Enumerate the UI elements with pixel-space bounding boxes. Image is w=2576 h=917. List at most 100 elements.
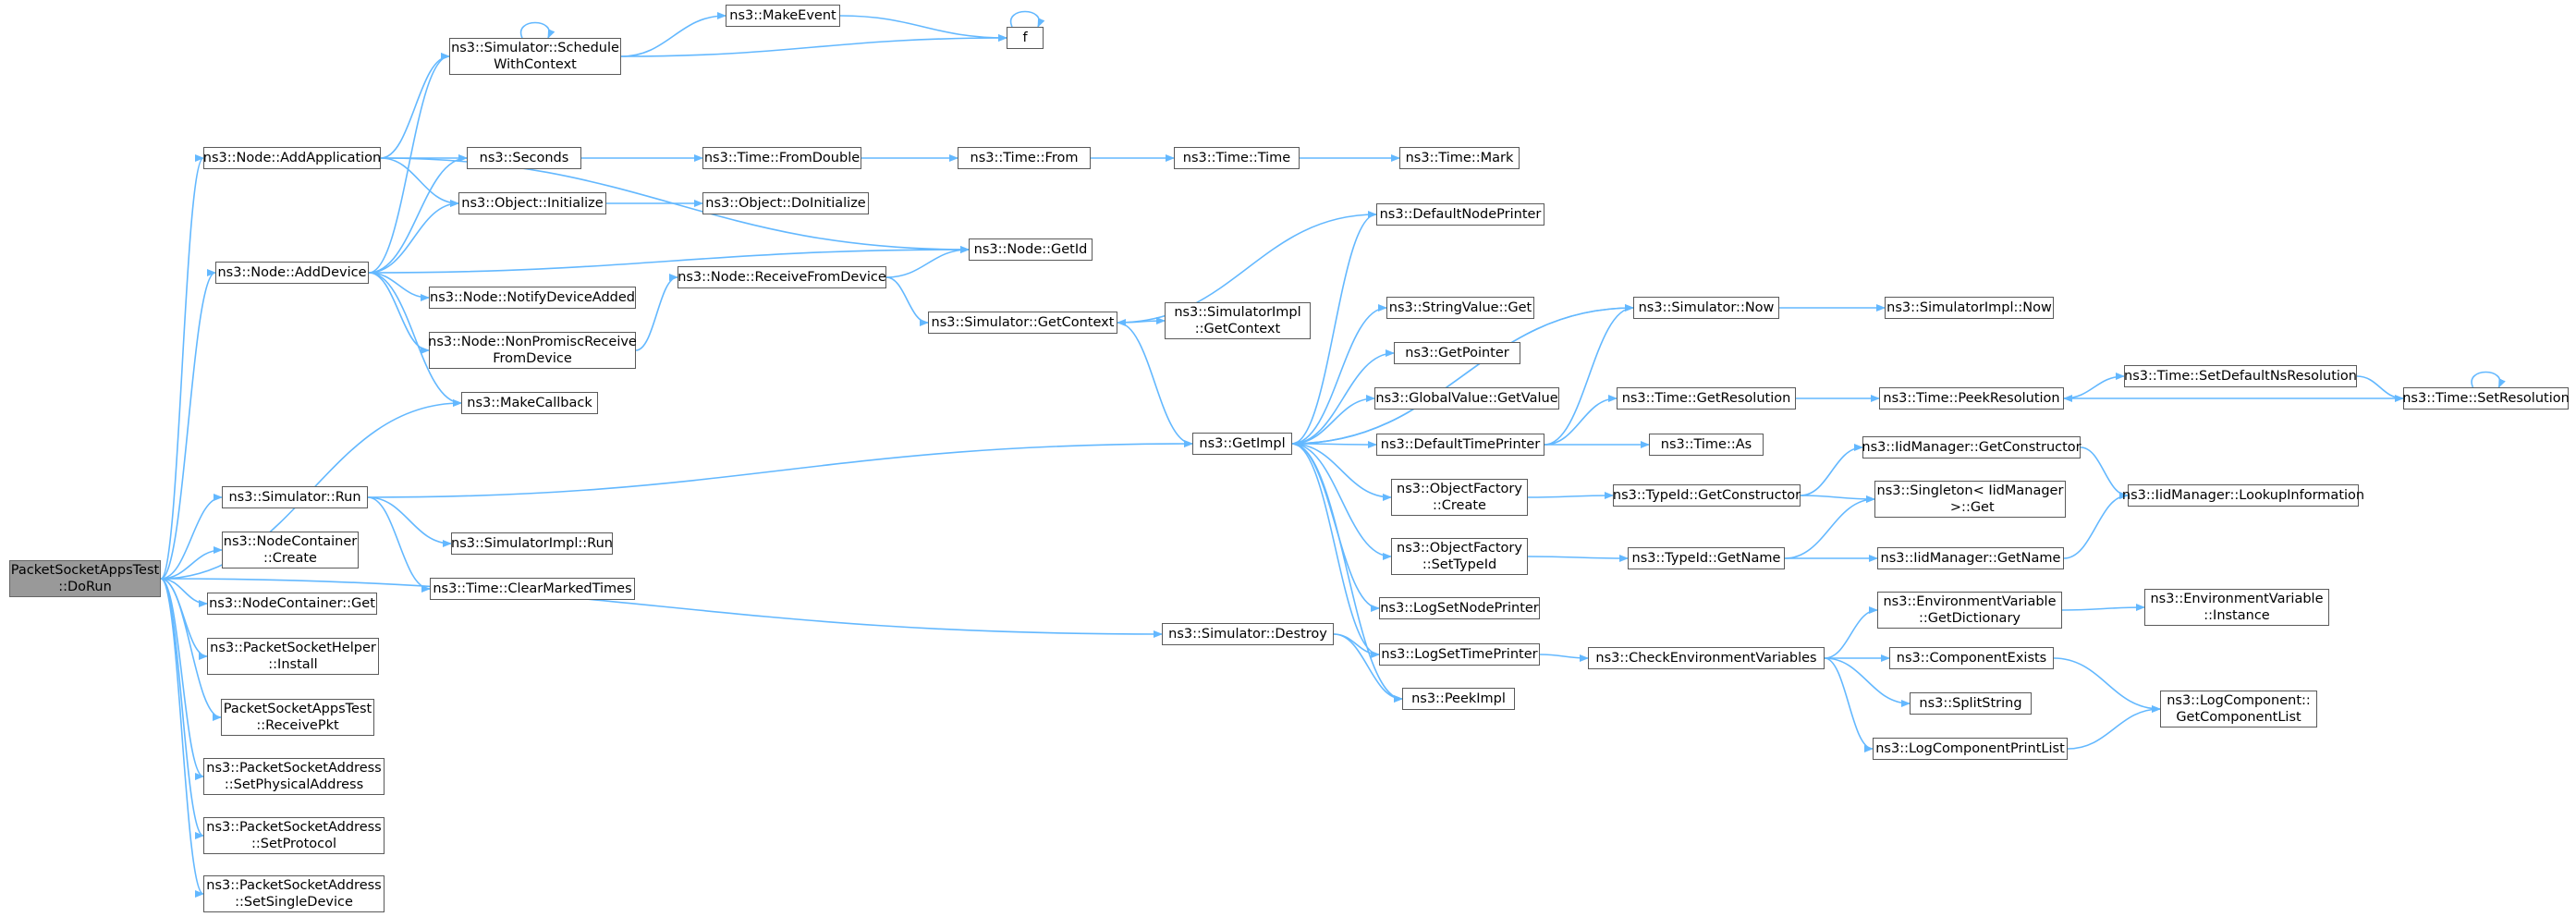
node-time-mark[interactable]: ns3::Time::Mark [1399,147,1520,169]
node-label: ns3::Object::DoInitialize [705,196,866,211]
node-env-instance[interactable]: ns3::EnvironmentVariable ::Instance [2144,589,2329,626]
node-def-node-printer[interactable]: ns3::DefaultNodePrinter [1376,203,1544,226]
edge-iidGetName-to-lookupInfo [2063,492,2129,559]
node-label: ns3::Time::Time [1182,151,1291,165]
node-label: ns3::GetImpl [1199,436,1286,451]
edge-doRun-to-recvPkt [160,578,222,721]
node-comp-exists[interactable]: ns3::ComponentExists [1889,647,2054,669]
node-non-prom[interactable]: ns3::Node::NonPromiscReceive FromDevice [428,332,637,369]
node-peek-res[interactable]: ns3::Time::PeekResolution [1879,387,2064,410]
node-of-create[interactable]: ns3::ObjectFactory ::Create [1391,479,1528,516]
node-label: ns3::Node::AddDevice [217,265,367,280]
node-get-pointer[interactable]: ns3::GetPointer [1394,342,1520,364]
node-peek-impl[interactable]: ns3::PeekImpl [1402,688,1515,710]
node-make-event[interactable]: ns3::MakeEvent [726,5,840,27]
node-def-time-printer[interactable]: ns3::DefaultTimePrinter [1376,434,1544,456]
edge-schedCtx-to-f [620,34,1007,57]
node-log-comp-print[interactable]: ns3::LogComponentPrintList [1873,738,2068,760]
edge-envGetDict-to-envInstance [2061,604,2145,612]
edge-getImpl-to-peekImpl [1291,443,1403,703]
node-split-string[interactable]: ns3::SplitString [1910,692,2032,715]
node-from-double[interactable]: ns3::Time::FromDouble [702,147,861,169]
node-env-get-dict[interactable]: ns3::EnvironmentVariable ::GetDictionary [1877,592,2062,629]
node-get-id[interactable]: ns3::Node::GetId [969,238,1093,261]
node-check-env[interactable]: ns3::CheckEnvironmentVariables [1588,647,1825,669]
node-obj-init[interactable]: ns3::Object::Initialize [458,192,606,214]
node-get-res[interactable]: ns3::Time::GetResolution [1617,387,1796,410]
edge-checkEnv-to-envGetDict [1824,606,1878,659]
node-label: ns3::Simulator::Now [1638,300,1775,315]
edge-schedCtx-to-schedCtx [519,21,555,39]
node-tid-get-ctor[interactable]: ns3::TypeId::GetConstructor [1613,484,1801,507]
node-sim-destroy[interactable]: ns3::Simulator::Destroy [1162,623,1334,645]
node-set-single[interactable]: ns3::PacketSocketAddress ::SetSingleDevi… [203,875,385,912]
node-label: ns3::Time::FromDouble [703,151,861,165]
node-psh-install[interactable]: ns3::PacketSocketHelper ::Install [207,638,379,675]
node-f[interactable]: f [1007,27,1044,49]
node-set-proto[interactable]: ns3::PacketSocketAddress ::SetProtocol [203,817,385,854]
node-lookup-info[interactable]: ns3::IidManager::LookupInformation [2122,484,2364,507]
node-label: ns3::Time::Mark [1405,151,1514,165]
node-sched-ctx[interactable]: ns3::Simulator::Schedule WithContext [449,38,621,75]
node-sim-now[interactable]: ns3::Simulator::Now [1633,297,1779,319]
node-nc-get[interactable]: ns3::NodeContainer::Get [207,593,377,615]
node-label: ns3::Simulator::Run [228,490,361,505]
edge-doRun-to-setPhys [160,578,204,780]
edge-logCompPrint-to-logCompGetList [2067,705,2161,750]
node-label: ns3::LogComponent:: GetComponentList [2167,693,2311,725]
node-tid-get-name[interactable]: ns3::TypeId::GetName [1628,547,1785,569]
node-log-comp-get-list[interactable]: ns3::LogComponent:: GetComponentList [2160,691,2317,727]
edge-addDev-to-seconds [368,154,468,274]
node-label: ns3::EnvironmentVariable ::GetDictionary [1883,594,2057,626]
node-of-set-type-id[interactable]: ns3::ObjectFactory ::SetTypeId [1391,538,1528,575]
node-add-dev[interactable]: ns3::Node::AddDevice [215,262,369,284]
node-singleton[interactable]: ns3::Singleton< IidManager >::Get [1874,481,2066,518]
node-set-res[interactable]: ns3::Time::SetResolution [2402,387,2570,410]
node-notify-dev[interactable]: ns3::Node::NotifyDeviceAdded [429,287,636,309]
node-log-set-node[interactable]: ns3::LogSetNodePrinter [1379,597,1540,619]
node-time-from[interactable]: ns3::Time::From [958,147,1091,169]
node-sim-impl-get-ctx[interactable]: ns3::SimulatorImpl ::GetContext [1165,302,1311,339]
edge-getImpl-to-defNodePrinter [1291,211,1377,445]
node-recv-from-dev[interactable]: ns3::Node::ReceiveFromDevice [678,266,886,288]
node-time-time[interactable]: ns3::Time::Time [1174,147,1300,169]
edge-simNow-to-getImpl [1291,307,1634,447]
node-set-phys[interactable]: ns3::PacketSocketAddress ::SetPhysicalAd… [203,758,385,795]
node-label: ns3::ComponentExists [1896,651,2047,666]
node-label: ns3::DefaultNodePrinter [1379,207,1542,222]
node-do-init[interactable]: ns3::Object::DoInitialize [702,192,869,214]
node-sim-impl-now[interactable]: ns3::SimulatorImpl::Now [1885,297,2054,319]
node-label: PacketSocketAppsTest ::ReceivePkt [223,702,372,733]
node-recv-pkt[interactable]: PacketSocketAppsTest ::ReceivePkt [221,699,374,736]
edge-ofSetTypeId-to-tidGetName [1527,554,1629,562]
node-label: ns3::SimulatorImpl::Now [1886,300,2052,315]
node-iid-get-ctor[interactable]: ns3::IidManager::GetConstructor [1862,436,2082,458]
node-iid-get-name[interactable]: ns3::IidManager::GetName [1877,547,2064,569]
node-time-as[interactable]: ns3::Time::As [1649,434,1764,456]
node-get-impl[interactable]: ns3::GetImpl [1192,433,1292,455]
edge-schedCtx-to-makeEvent [620,12,726,57]
node-sim-run[interactable]: ns3::Simulator::Run [222,486,368,508]
node-add-app[interactable]: ns3::Node::AddApplication [203,147,381,169]
node-label: ns3::SplitString [1919,696,2022,711]
node-make-cb[interactable]: ns3::MakeCallback [461,392,598,414]
node-label: ns3::LogComponentPrintList [1875,741,2065,756]
node-label: ns3::PacketSocketHelper ::Install [210,641,376,672]
node-nc-create[interactable]: ns3::NodeContainer ::Create [222,532,359,569]
node-clear-marked[interactable]: ns3::Time::ClearMarkedTimes [430,578,635,600]
node-seconds[interactable]: ns3::Seconds [467,147,581,169]
edge-setRes-to-setRes [2471,371,2506,388]
node-do-run[interactable]: PacketSocketAppsTest ::DoRun [9,560,161,597]
node-sim-impl-run[interactable]: ns3::SimulatorImpl::Run [451,532,613,555]
edge-doRun-to-simRun [160,494,223,580]
node-label: ns3::GetPointer [1405,346,1509,361]
node-label: ns3::Time::From [970,151,1079,165]
node-gv-get-value[interactable]: ns3::GlobalValue::GetValue [1374,387,1559,410]
edge-checkEnv-to-logCompPrint [1824,657,1874,752]
node-set-def-res[interactable]: ns3::Time::SetDefaultNsResolution [2124,365,2357,387]
edge-tidGetCtor-to-singleton [1800,495,1875,503]
node-log-set-time[interactable]: ns3::LogSetTimePrinter [1379,643,1540,666]
node-str-val-get[interactable]: ns3::StringValue::Get [1386,297,1534,319]
node-get-ctx[interactable]: ns3::Simulator::GetContext [928,312,1117,334]
